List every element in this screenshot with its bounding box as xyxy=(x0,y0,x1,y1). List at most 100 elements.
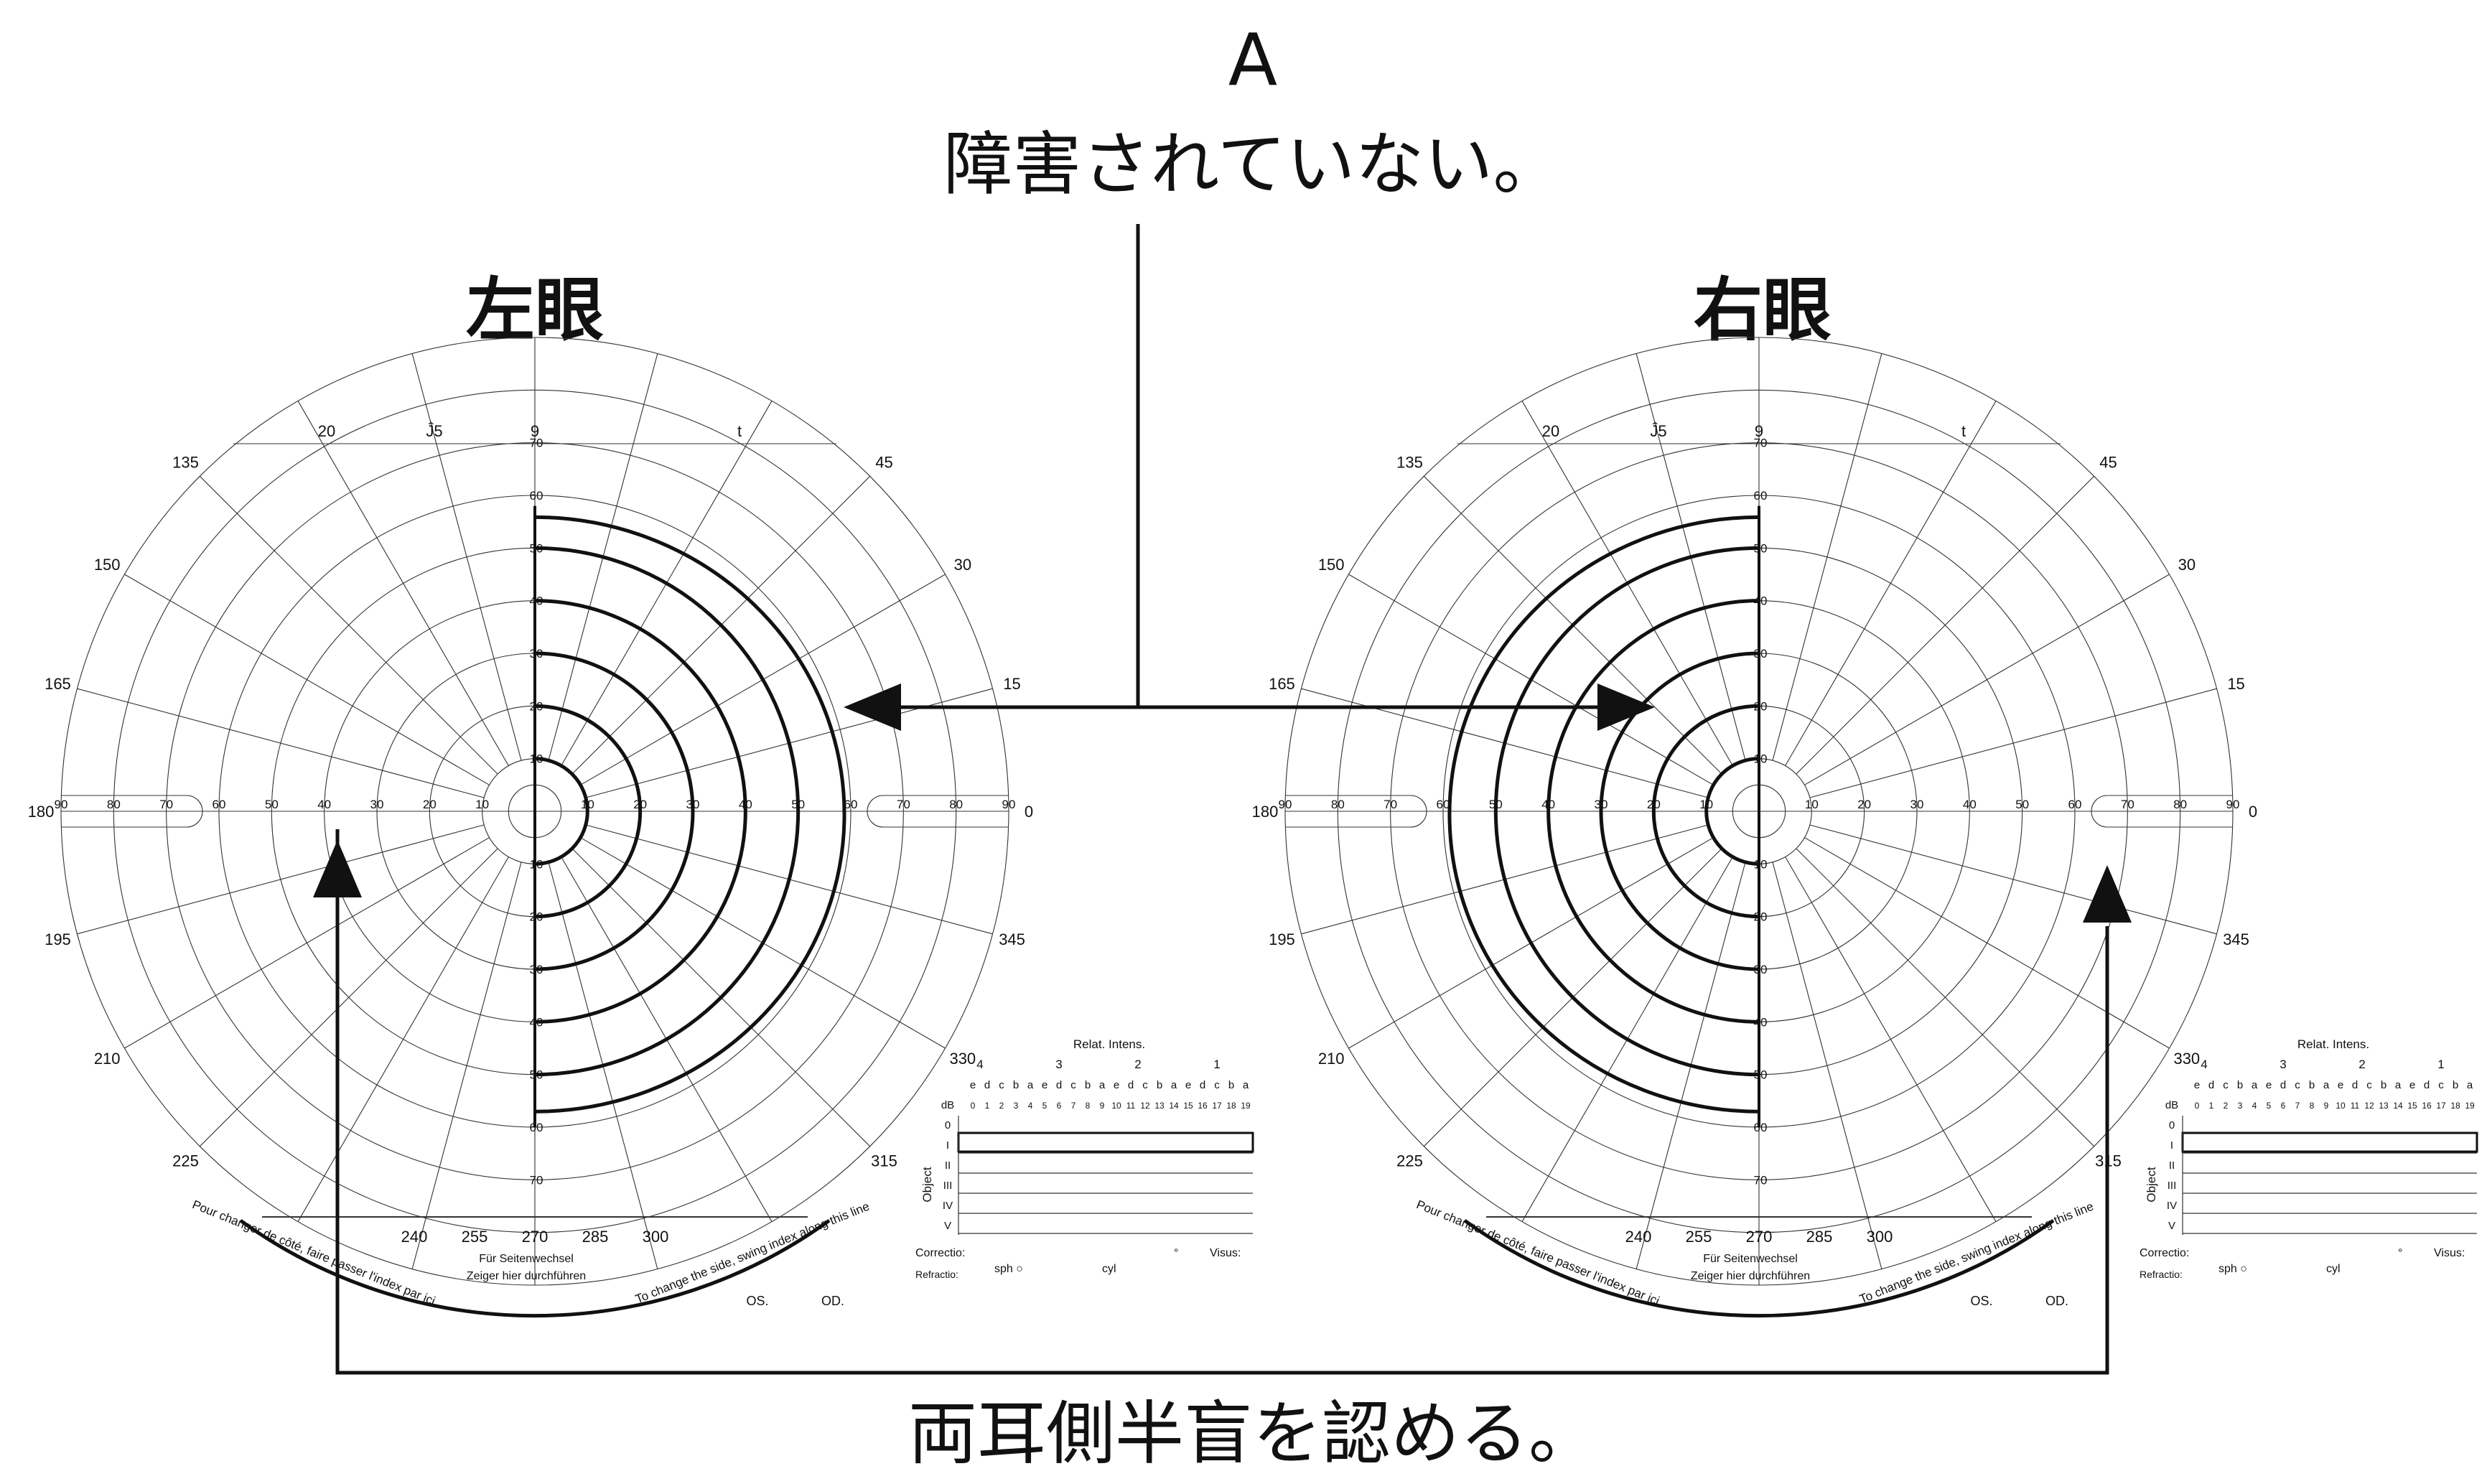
meridian-225 xyxy=(199,848,498,1147)
arc-text-center-2: Zeiger hier durchführen xyxy=(467,1270,586,1282)
arrow-left-eye-blind xyxy=(313,840,362,897)
meridian-label: 0 xyxy=(2249,803,2257,821)
meridian-150 xyxy=(124,574,490,785)
sph-label: sph ○ xyxy=(994,1263,1023,1275)
scale-num-left: 20 xyxy=(423,798,437,811)
scale-num-left: 80 xyxy=(1331,798,1345,811)
table-db-value: 12 xyxy=(1140,1101,1150,1111)
table-group: 2 xyxy=(1134,1058,1141,1071)
table-letter: c xyxy=(2366,1079,2372,1091)
table-db-value: 8 xyxy=(2310,1101,2315,1111)
meridian-165 xyxy=(77,688,485,798)
scale-num-down: 70 xyxy=(1754,1173,1768,1187)
table-db-label: dB xyxy=(2165,1099,2178,1111)
table-letter: d xyxy=(984,1079,990,1091)
scale-num-right: 60 xyxy=(844,798,858,811)
top-meridian-label: Ĵ5 xyxy=(1650,422,1666,440)
table-object-label: Object xyxy=(920,1167,934,1202)
scale-num-right: 90 xyxy=(2226,798,2240,811)
table-db-value: 14 xyxy=(1169,1101,1179,1111)
scale-num-right: 10 xyxy=(1805,798,1819,811)
meridian-label: 135 xyxy=(1396,454,1423,472)
scale-num-left: 50 xyxy=(265,798,279,811)
meridian-label: 330 xyxy=(949,1050,976,1068)
table-letter: a xyxy=(1099,1079,1106,1091)
caption-bottom: 両耳側半盲を認める。 xyxy=(908,1394,1597,1474)
table-db-value: 13 xyxy=(2379,1101,2389,1111)
table-db-value: 13 xyxy=(1154,1101,1165,1111)
top-meridian-label: t xyxy=(737,422,742,440)
table-letter: c xyxy=(1070,1079,1076,1091)
meridian-label: 30 xyxy=(954,556,971,574)
isopter-20 xyxy=(1651,704,1760,919)
top-meridian-label: 20 xyxy=(1542,422,1559,440)
arc-text-center-1: Für Seitenwechsel xyxy=(1703,1253,1798,1265)
table-db-value: 0 xyxy=(971,1101,976,1111)
table-object-row: II xyxy=(945,1159,951,1172)
table-letter: a xyxy=(1171,1079,1177,1091)
meridian-label: 210 xyxy=(1318,1050,1345,1068)
meridian-label: 45 xyxy=(875,454,892,472)
table-object-row: IV xyxy=(2167,1200,2177,1212)
table-group: 3 xyxy=(1055,1058,1062,1071)
table-db-value: 14 xyxy=(2393,1101,2403,1111)
meridian-label: 315 xyxy=(871,1152,897,1170)
table-letter: b xyxy=(2309,1079,2315,1091)
side-change-arc: Pour changer de côté, faire passer l'ind… xyxy=(1414,1198,2096,1318)
table-letter: d xyxy=(2280,1079,2286,1091)
meridian-15 xyxy=(1809,688,2217,798)
table-letter: c xyxy=(2223,1079,2229,1091)
meridian-330 xyxy=(1804,837,2170,1049)
scale-num-left: 40 xyxy=(317,798,331,811)
table-group: 1 xyxy=(2437,1058,2444,1071)
scale-num-left: 90 xyxy=(55,798,68,811)
correctio-label: Correctio: xyxy=(2140,1247,2189,1259)
table-object-label: Object xyxy=(2145,1167,2158,1202)
meridian-label: 345 xyxy=(2223,930,2249,948)
table-letter: c xyxy=(2438,1079,2444,1091)
scale-num-down: 70 xyxy=(530,1173,543,1187)
scale-pod-right xyxy=(2091,795,2233,828)
table-db-value: 7 xyxy=(2295,1101,2300,1111)
meridian-label: 285 xyxy=(1806,1228,1833,1246)
meridian-label: 150 xyxy=(94,556,121,574)
meridian-300 xyxy=(1785,857,1997,1222)
refractio-label: Refractio: xyxy=(915,1269,958,1280)
scale-num-left: 10 xyxy=(475,798,489,811)
scale-num-right: 30 xyxy=(1910,798,1924,811)
scale-pod-left xyxy=(61,795,203,828)
meridian-label: 195 xyxy=(45,930,71,948)
table-letter: e xyxy=(1114,1079,1119,1091)
table-db-value: 8 xyxy=(1086,1101,1091,1111)
top-meridian-label: 20 xyxy=(318,422,335,440)
table-letter: e xyxy=(1042,1079,1047,1091)
table-letter: e xyxy=(970,1079,976,1091)
table-db-value: 3 xyxy=(2238,1101,2243,1111)
arc-text-right: To change the side, swing index along th… xyxy=(633,1200,871,1307)
meridian-label: 210 xyxy=(94,1050,121,1068)
bottom-arc xyxy=(239,1218,831,1318)
scale-num-right: 70 xyxy=(2121,798,2134,811)
table-highlight-row xyxy=(2181,1131,2478,1153)
scale-pod-left xyxy=(1285,795,1427,828)
left-eye-title: 左眼 xyxy=(466,270,604,350)
meridian-105 xyxy=(411,353,522,761)
meridian-label: 15 xyxy=(2227,675,2244,693)
table-letter: d xyxy=(1056,1079,1062,1091)
scale-num-left: 60 xyxy=(213,798,226,811)
isopter-20 xyxy=(534,704,643,919)
table-letter: a xyxy=(1243,1079,1249,1091)
arc-text-center-1: Für Seitenwechsel xyxy=(479,1253,574,1265)
table-object-row: V xyxy=(944,1220,951,1232)
table-db-value: 18 xyxy=(1226,1101,1236,1111)
table-db-value: 19 xyxy=(2465,1101,2475,1111)
degree-mark: ° xyxy=(2398,1247,2402,1259)
table-db-value: 6 xyxy=(2281,1101,2286,1111)
meridian-120 xyxy=(297,401,509,766)
scale-num-right: 40 xyxy=(1963,798,1977,811)
meridian-135 xyxy=(199,475,498,775)
od-label: OD. xyxy=(2045,1294,2068,1308)
